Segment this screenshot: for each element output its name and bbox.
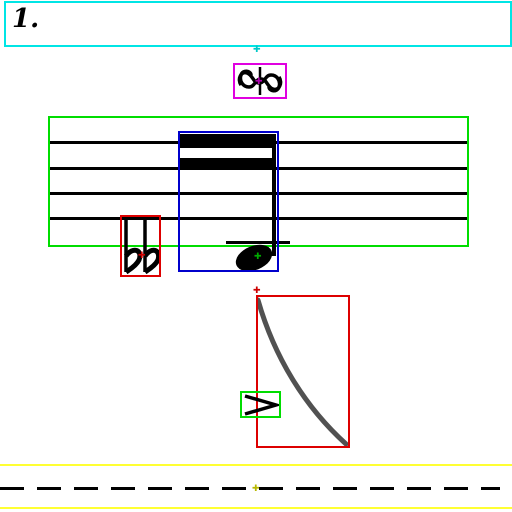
ledger-line <box>226 241 290 244</box>
double-flat-icon <box>123 218 161 275</box>
note-box <box>178 131 279 272</box>
turn-ornament-icon <box>237 67 283 95</box>
beam-2 <box>180 158 276 170</box>
double-flat-box <box>120 215 161 277</box>
accent-mark-icon <box>244 394 280 416</box>
fingering-box <box>4 1 512 47</box>
fingering-anchor: ✚ <box>253 45 261 55</box>
slur-anchor: ✚ <box>253 286 261 296</box>
turn-anchor: ✚ <box>255 77 263 87</box>
double-flat-anchor: ✚ <box>138 251 146 261</box>
dashes-anchor: ✚ <box>252 484 260 494</box>
accent-box <box>240 391 281 418</box>
slur-box <box>256 295 350 448</box>
beam-1 <box>180 134 276 148</box>
turn-ornament-box <box>233 63 287 99</box>
dashes-box <box>0 464 512 509</box>
staff-line-3 <box>50 192 467 195</box>
note-anchor: ✚ <box>254 252 262 262</box>
staff-line-4 <box>50 217 467 220</box>
fingering-label: 1. <box>12 4 40 34</box>
note-head-icon <box>235 244 273 272</box>
note-stem <box>272 134 276 256</box>
slur-curve-icon <box>256 297 349 447</box>
dashed-line <box>0 487 500 490</box>
